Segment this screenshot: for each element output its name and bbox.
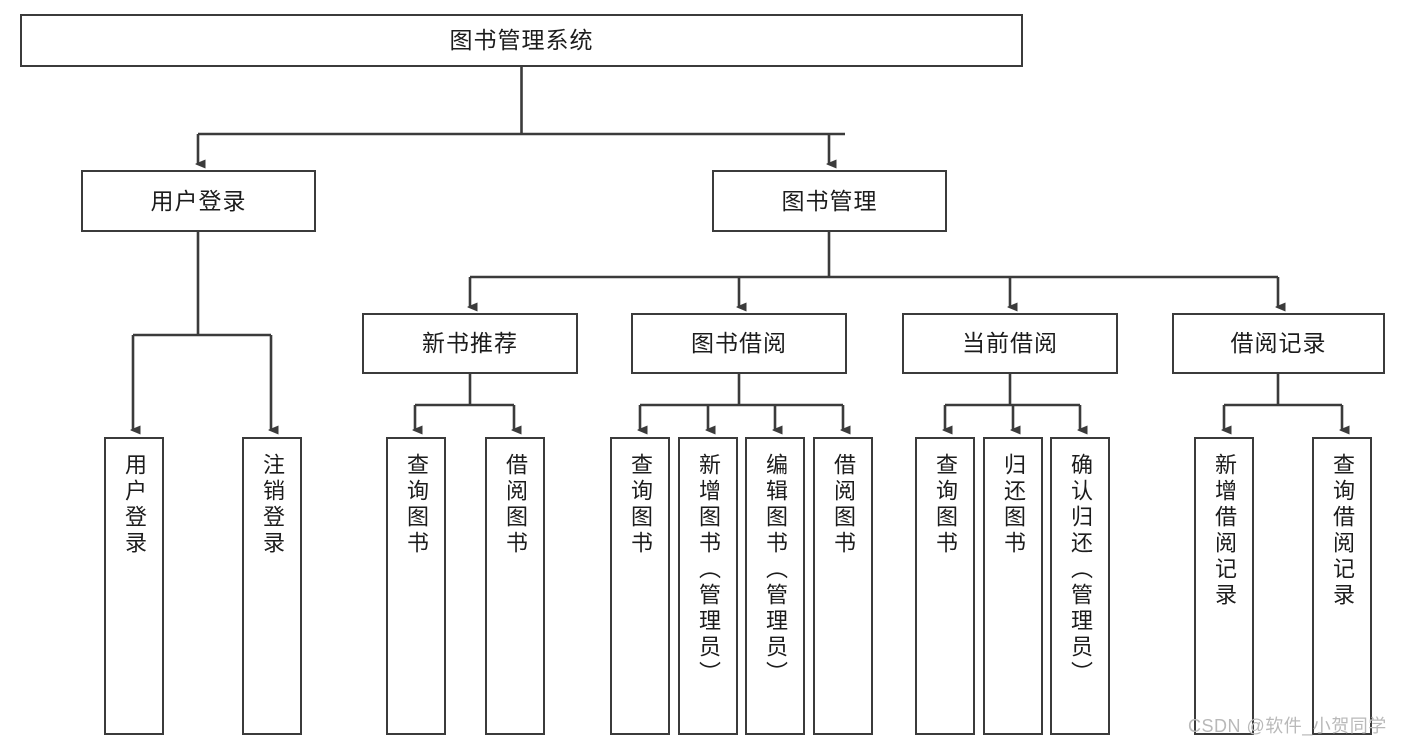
node-label: 图书管理系统 <box>449 27 594 54</box>
leaf-borrow-query-book[interactable]: 查询图书 <box>610 437 670 735</box>
node-book-borrow[interactable]: 图书借阅 <box>631 313 847 374</box>
node-book-management[interactable]: 图书管理 <box>712 170 947 232</box>
leaf-current-confirm-return-admin[interactable]: 确认归还（管理员） <box>1050 437 1110 735</box>
leaf-borrow-edit-book-admin[interactable]: 编辑图书（管理员） <box>745 437 805 735</box>
leaf-label: 归还图书 <box>1001 453 1026 557</box>
leaf-borrow-add-book-admin[interactable]: 新增图书（管理员） <box>678 437 738 735</box>
node-current-borrow[interactable]: 当前借阅 <box>902 313 1118 374</box>
node-label: 新书推荐 <box>422 330 518 357</box>
leaf-label: 编辑图书（管理员） <box>763 453 788 687</box>
leaf-label: 查询借阅记录 <box>1330 453 1355 609</box>
node-label: 用户登录 <box>150 187 247 214</box>
leaf-label: 查询图书 <box>933 453 958 557</box>
leaf-recommend-query-book[interactable]: 查询图书 <box>386 437 446 735</box>
node-label: 图书管理 <box>781 187 878 214</box>
leaf-user-login[interactable]: 用户登录 <box>104 437 164 735</box>
leaf-label: 新增借阅记录 <box>1212 453 1237 609</box>
node-user-login[interactable]: 用户登录 <box>81 170 316 232</box>
leaf-record-add-record[interactable]: 新增借阅记录 <box>1194 437 1254 735</box>
leaf-current-return-book[interactable]: 归还图书 <box>983 437 1043 735</box>
node-label: 借阅记录 <box>1230 330 1327 357</box>
leaf-user-logout[interactable]: 注销登录 <box>242 437 302 735</box>
leaf-label: 查询图书 <box>628 453 653 557</box>
node-new-book-recommend[interactable]: 新书推荐 <box>362 313 578 374</box>
leaf-label: 确认归还（管理员） <box>1068 453 1093 687</box>
leaf-label: 注销登录 <box>260 453 285 557</box>
leaf-label: 借阅图书 <box>503 453 528 557</box>
watermark: CSDN @软件_小贺同学 <box>1188 716 1387 736</box>
leaf-label: 用户登录 <box>122 453 147 557</box>
leaf-label: 借阅图书 <box>831 453 856 557</box>
leaf-record-query-record[interactable]: 查询借阅记录 <box>1312 437 1372 735</box>
leaf-borrow-borrow-book[interactable]: 借阅图书 <box>813 437 873 735</box>
leaf-label: 查询图书 <box>404 453 429 557</box>
node-label: 图书借阅 <box>691 330 787 357</box>
node-borrow-record[interactable]: 借阅记录 <box>1172 313 1385 374</box>
node-root-system[interactable]: 图书管理系统 <box>20 14 1023 67</box>
node-label: 当前借阅 <box>962 330 1058 357</box>
leaf-current-query-book[interactable]: 查询图书 <box>915 437 975 735</box>
leaf-label: 新增图书（管理员） <box>696 453 721 687</box>
leaf-recommend-borrow-book[interactable]: 借阅图书 <box>485 437 545 735</box>
